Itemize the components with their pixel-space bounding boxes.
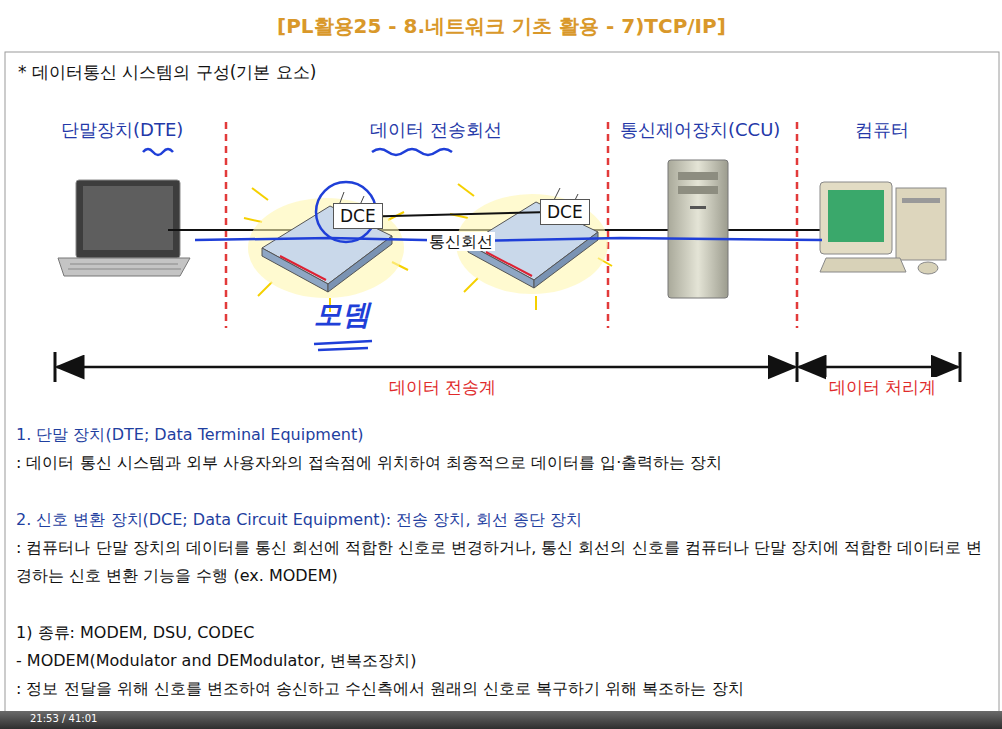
item-text: : 정보 전달을 위해 신호를 변조하여 송신하고 수신측에서 원래의 신호로 … bbox=[16, 675, 991, 703]
range-label: 데이터 처리계 bbox=[826, 377, 939, 397]
modem-icon bbox=[244, 188, 408, 312]
item-heading: 2. 신호 변환 장치(DCE; Data Circuit Equipment)… bbox=[16, 506, 991, 534]
dce-box: DCE bbox=[333, 203, 383, 229]
hand-annotation bbox=[143, 149, 822, 350]
range-bracket bbox=[55, 352, 960, 382]
item-text: - MODEM(Modulator and DEModulator, 변복조장치… bbox=[16, 647, 991, 675]
component-heading: 단말장치(DTE) bbox=[61, 119, 183, 141]
dce-box: DCE bbox=[540, 199, 590, 225]
component-heading: 컴퓨터 bbox=[855, 119, 909, 141]
item-text: : 컴퓨터나 단말 장치의 데이터를 통신 회선에 적합한 신호로 변경하거나,… bbox=[16, 534, 991, 590]
item-text: 1) 종류: MODEM, DSU, CODEC bbox=[16, 619, 991, 647]
slide-title: [PL활용25 - 8.네트워크 기초 활용 - 7)TCP/IP] bbox=[277, 14, 726, 38]
slide-frame bbox=[5, 52, 999, 722]
item-text: : 데이터 통신 시스템과 외부 사용자와의 접속점에 위치하여 최종적으로 데… bbox=[16, 449, 991, 477]
video-time: 21:53 / 41:01 bbox=[30, 713, 97, 725]
range-label: 데이터 전송계 bbox=[386, 377, 499, 397]
line-connector bbox=[383, 212, 540, 216]
separator-lines bbox=[226, 122, 797, 328]
item-heading: 1. 단말 장치(DTE; Data Terminal Equipment) bbox=[16, 421, 991, 449]
video-control-bar bbox=[0, 711, 1002, 729]
box-text: DCE bbox=[340, 206, 376, 226]
server-icon bbox=[668, 160, 728, 298]
connector-label: 통신회선 bbox=[427, 232, 495, 251]
component-heading: 데이터 전송회선 bbox=[370, 119, 502, 141]
text-section: 1. 단말 장치(DTE; Data Terminal Equipment): … bbox=[16, 421, 991, 703]
component-heading: 통신제어장치(CCU) bbox=[620, 119, 780, 141]
box-text: DCE bbox=[547, 202, 583, 222]
laptop-icon bbox=[58, 180, 190, 276]
section-heading: * 데이터통신 시스템의 구성(기본 요소) bbox=[18, 62, 316, 82]
computer-icon bbox=[820, 182, 946, 274]
handwritten-note: 모뎀 bbox=[314, 298, 370, 332]
